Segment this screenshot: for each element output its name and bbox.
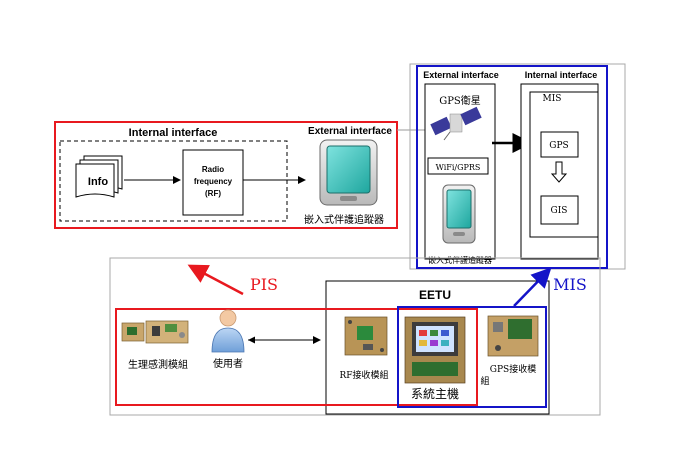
mis-box-label: MIS [543,94,562,104]
gps-receiver-label-line-1: GPS接收模 [490,363,536,375]
gps-box-label: GPS [549,141,568,151]
rf-receiver-label: RF接收模組 [339,369,388,381]
internal-dashed-box [59,140,288,222]
info-document-icon [75,155,123,198]
external-device-label: 嵌入式伴護追蹤器 [304,213,384,226]
rf-label-line-2: frequency [194,177,233,186]
internal-interface-title: Internal interface [129,127,218,139]
pis-bottom-frame [115,308,478,406]
mis-blue-frame [416,65,608,269]
mis-label: MIS [553,275,587,294]
sensor-module-image [121,320,189,344]
gps-receiver-label-line-2: 組 [480,375,489,387]
pis-top-frame [54,121,398,229]
gps-receiver-image [487,315,539,357]
user-rf-arrow-start [248,336,255,344]
gis-box [540,195,579,225]
rf-box [182,149,244,216]
gis-box-label: GIS [551,206,568,216]
rf-label-line-3: (RF) [205,189,221,198]
rf-receiver-image [344,316,388,356]
eetu-label: EETU [419,288,451,302]
user-label: 使用者 [213,357,243,370]
main-unit-label: 系統主機 [411,386,459,401]
wifi-gprs-box [427,157,489,175]
rf-label-line-1: Radio [202,165,224,174]
wifi-gprs-label: WiFi/GPRS [436,163,481,172]
pda-device-icon [319,139,378,206]
pis-arrow [187,264,244,296]
pis-label: PIS [250,275,278,294]
mis-internal-title: Internal interface [525,70,598,80]
gps-to-gis-arrow [550,161,568,183]
external-interface-title-left: External interface [308,126,392,137]
bottom-outer-gray-frame [109,257,601,416]
gps-satellite-label: GPS衛星 [439,94,481,107]
main-unit-image [404,316,466,384]
mis-external-title: External interface [423,70,499,80]
pda-device-icon-2 [442,184,476,244]
eetu-frame [325,280,550,415]
gps-box [540,131,579,158]
gps-satellite-icon [430,106,482,141]
mis-arrow [513,267,552,307]
user-person-icon [211,309,245,353]
mis-device-label: 嵌入式伴護追蹤器 [428,255,492,265]
mis-bottom-frame [397,306,547,408]
sensor-module-label: 生理感測模組 [128,358,188,371]
info-label: Info [88,176,108,188]
